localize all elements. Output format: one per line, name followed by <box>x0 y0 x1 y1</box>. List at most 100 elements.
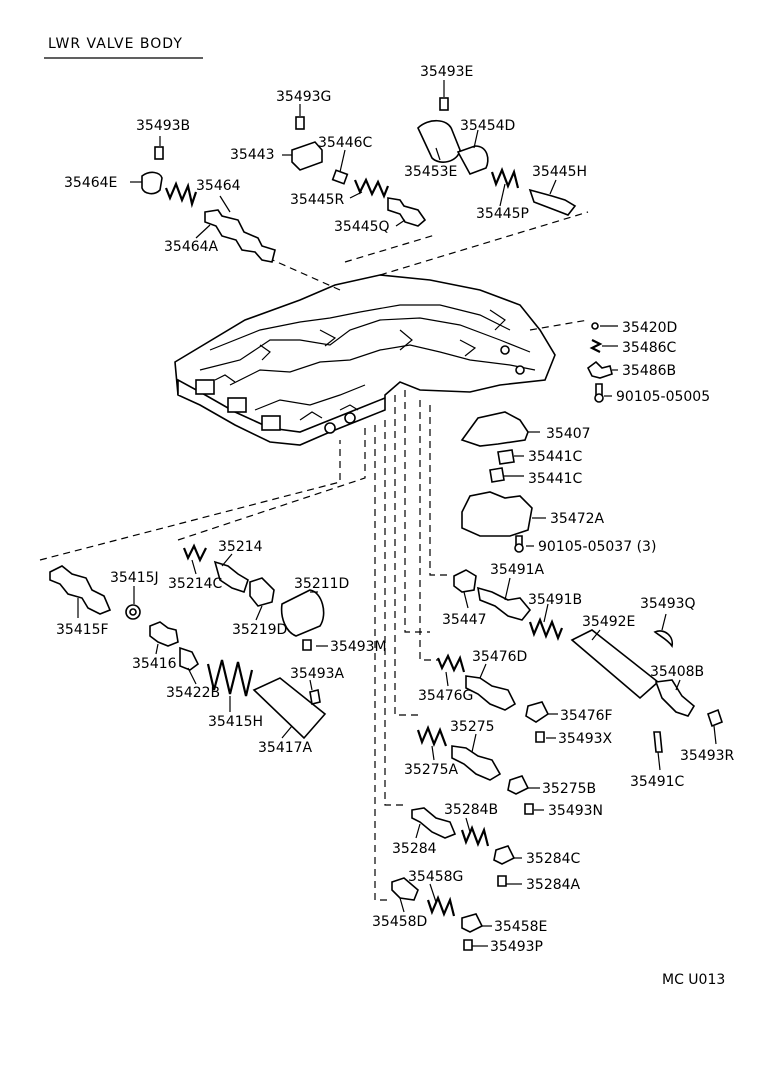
diagram-code: MC U013 <box>662 972 725 988</box>
label-35493E: 35493E <box>420 64 473 80</box>
label-35493A: 35493A <box>290 666 345 682</box>
label-35415H: 35415H <box>208 714 263 730</box>
label-35493G: 35493G <box>276 89 331 105</box>
plug-35458E <box>461 913 484 933</box>
label-35219D: 35219D <box>232 622 287 638</box>
label-35275A: 35275A <box>404 762 459 778</box>
label-35214: 35214 <box>218 539 263 555</box>
clip-35493R <box>707 708 723 728</box>
label-35441C-b: 35441C <box>528 471 583 487</box>
sleeve-35211D <box>280 589 325 637</box>
label-35458D: 35458D <box>372 914 427 930</box>
label-35275: 35275 <box>450 719 495 735</box>
label-35284C: 35284C <box>526 851 581 867</box>
plug-35493M <box>302 639 312 651</box>
valve-35284 <box>411 807 457 839</box>
label-35422B: 35422B <box>166 685 220 701</box>
leader-lines <box>77 80 717 947</box>
plug-35493B <box>154 146 164 160</box>
plug-35275B <box>507 775 530 795</box>
label-35493Q: 35493Q <box>640 596 696 612</box>
spring-35415H <box>206 659 254 697</box>
label-35441C-a: 35441C <box>528 449 583 465</box>
sleeve-35492E <box>570 629 660 700</box>
plug-35464E <box>141 171 163 195</box>
label-35415J: 35415J <box>110 570 159 586</box>
spring-35445P <box>490 167 520 189</box>
plate-35407 <box>460 411 529 447</box>
spring-35491B <box>528 617 564 642</box>
sleeve-35417A <box>252 677 327 740</box>
valve-35408B <box>654 679 696 717</box>
label-35476G: 35476G <box>418 688 473 704</box>
label-35447: 35447 <box>442 612 487 628</box>
label-35486C: 35486C <box>622 340 677 356</box>
pin-35491C <box>653 731 663 753</box>
label-35491A: 35491A <box>490 562 545 578</box>
plug-35493P <box>463 939 473 951</box>
sleeve-35443 <box>291 141 323 171</box>
label-35416: 35416 <box>132 656 177 672</box>
label-35458E: 35458E <box>494 919 547 935</box>
label-35445Q: 35445Q <box>334 219 390 235</box>
plug-35284C <box>493 845 516 865</box>
spring-35214C <box>182 543 207 563</box>
label-35493B: 35493B <box>136 118 190 134</box>
label-35493X: 35493X <box>558 731 613 747</box>
right-side-parts <box>460 322 613 553</box>
label-35458G: 35458G <box>408 869 463 885</box>
label-35486B: 35486B <box>622 363 676 379</box>
block-35441C-b <box>489 467 505 483</box>
plug-35493G <box>295 116 305 130</box>
plug-35416 <box>149 621 179 647</box>
plate-35472A <box>461 491 533 537</box>
label-35417A: 35417A <box>258 740 313 756</box>
spring-35445R <box>353 177 390 199</box>
label-35284: 35284 <box>392 841 437 857</box>
label-35211D: 35211D <box>294 576 349 592</box>
label-35214C: 35214C <box>168 576 223 592</box>
assembly-dashed-lines <box>39 211 589 901</box>
label-35415F: 35415F <box>56 622 109 638</box>
label-35445H: 35445H <box>532 164 587 180</box>
valve-35491A <box>477 586 532 621</box>
label-35491C: 35491C <box>630 774 685 790</box>
plug-35422B <box>179 646 200 671</box>
valve-35214 <box>213 560 249 594</box>
plug-35284A <box>497 875 507 887</box>
plug-35493X <box>535 731 545 743</box>
spring-35275A <box>416 725 448 747</box>
plug-35454D <box>456 145 489 175</box>
label-35445P: 35445P <box>476 206 529 222</box>
label-35446C: 35446C <box>318 135 373 151</box>
valve-35464A <box>204 209 276 263</box>
label-35476D: 35476D <box>472 649 527 665</box>
spring-35476G <box>436 653 466 673</box>
valve-35445H <box>528 188 577 216</box>
label-35464E: 35464E <box>64 175 117 191</box>
plug-35219D <box>249 577 275 607</box>
valve-35445Q <box>387 197 427 227</box>
label-35493M: 35493M <box>330 639 387 655</box>
label-35407: 35407 <box>546 426 591 442</box>
valve-35476D <box>465 675 517 711</box>
label-35493P: 35493P <box>490 939 543 955</box>
label-35408B: 35408B <box>650 664 704 680</box>
lower-valve-body <box>174 274 556 446</box>
label-35275B: 35275B <box>542 781 596 797</box>
sleeve-35453E <box>417 119 461 163</box>
label-90105-05005: 90105-05005 <box>616 389 710 405</box>
label-35493R: 35493R <box>680 748 735 764</box>
label-35493N: 35493N <box>548 803 603 819</box>
spring-35458G <box>426 895 456 917</box>
label-35445R: 35445R <box>290 192 345 208</box>
clip-35493A <box>309 689 321 705</box>
diagram-title: LWR VALVE BODY <box>48 36 183 52</box>
part-labels: 35493E 35493G 35493B 35454D 35443 35446C… <box>56 64 735 955</box>
label-35284B: 35284B <box>444 802 498 818</box>
label-35464: 35464 <box>196 178 241 194</box>
block-35441C-a <box>497 449 515 465</box>
plug-35476F <box>525 701 550 723</box>
label-35491B: 35491B <box>528 592 582 608</box>
label-90105-05037: 90105-05037 (3) <box>538 539 656 555</box>
